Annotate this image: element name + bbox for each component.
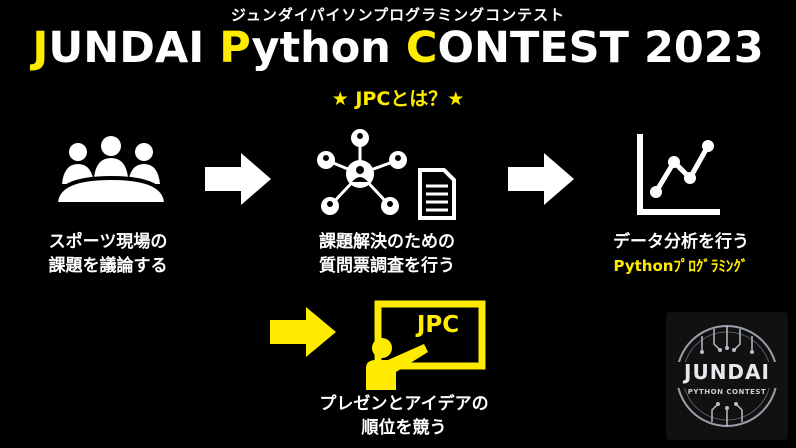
step-2-line-2: 質問票調査を行う (319, 256, 455, 276)
title-part-undai: UNDAI (48, 23, 220, 73)
logo-main-text: JUNDAI (684, 360, 770, 384)
contest-subtitle: ジュンダイパイソンプログラミングコンテスト (230, 6, 566, 24)
network-document-icon (317, 129, 456, 220)
arrow-right-icon (508, 153, 574, 205)
jundai-logo: JUNDAI PYTHON CONTEST (666, 312, 788, 440)
step-2-line-1: 課題解決のための (319, 232, 455, 252)
step-4-line-1: プレゼンとアイデアの (319, 394, 489, 414)
title-part-ontest: ONTEST 2023 (437, 23, 764, 73)
presenter-board-icon: JPC (358, 298, 490, 390)
step-1-line-1: スポーツ現場の (48, 232, 168, 252)
step-2-caption: 課題解決のための 質問票調査を行う (292, 230, 482, 278)
board-text: JPC (416, 312, 460, 338)
title-part-ython: ython (251, 23, 406, 73)
step-1-line-2: 課題を議論する (48, 256, 168, 276)
logo-sub-text: PYTHON CONTEST (687, 388, 767, 396)
title-part-j: J (32, 23, 49, 73)
presenter-board-graphic (366, 300, 486, 390)
step-3-line-1: データ分析を行う (613, 232, 749, 252)
arrow-right-yellow-icon (270, 307, 336, 357)
step-4-line-2: 順位を競う (361, 418, 447, 438)
meeting-people-icon (53, 136, 169, 206)
step-3-caption: データ分析を行う Pythonﾌﾟﾛｸﾞﾗﾐﾝｸﾞ (586, 230, 776, 278)
arrow-right-icon (205, 153, 271, 205)
about-heading: ★ JPCとは？★ (331, 88, 465, 110)
title-part-p: P (219, 23, 252, 73)
step-1-caption: スポーツ現場の 課題を議論する (18, 230, 198, 278)
step-3-line-2: Pythonﾌﾟﾛｸﾞﾗﾐﾝｸﾞ (613, 257, 749, 275)
title-part-c: C (405, 23, 438, 73)
circuit-emblem-icon (670, 325, 784, 427)
contest-title: JUNDAI Python CONTEST 2023 (0, 22, 796, 74)
line-chart-icon (637, 134, 720, 215)
step-4-caption: プレゼンとアイデアの 順位を競う (306, 392, 502, 440)
